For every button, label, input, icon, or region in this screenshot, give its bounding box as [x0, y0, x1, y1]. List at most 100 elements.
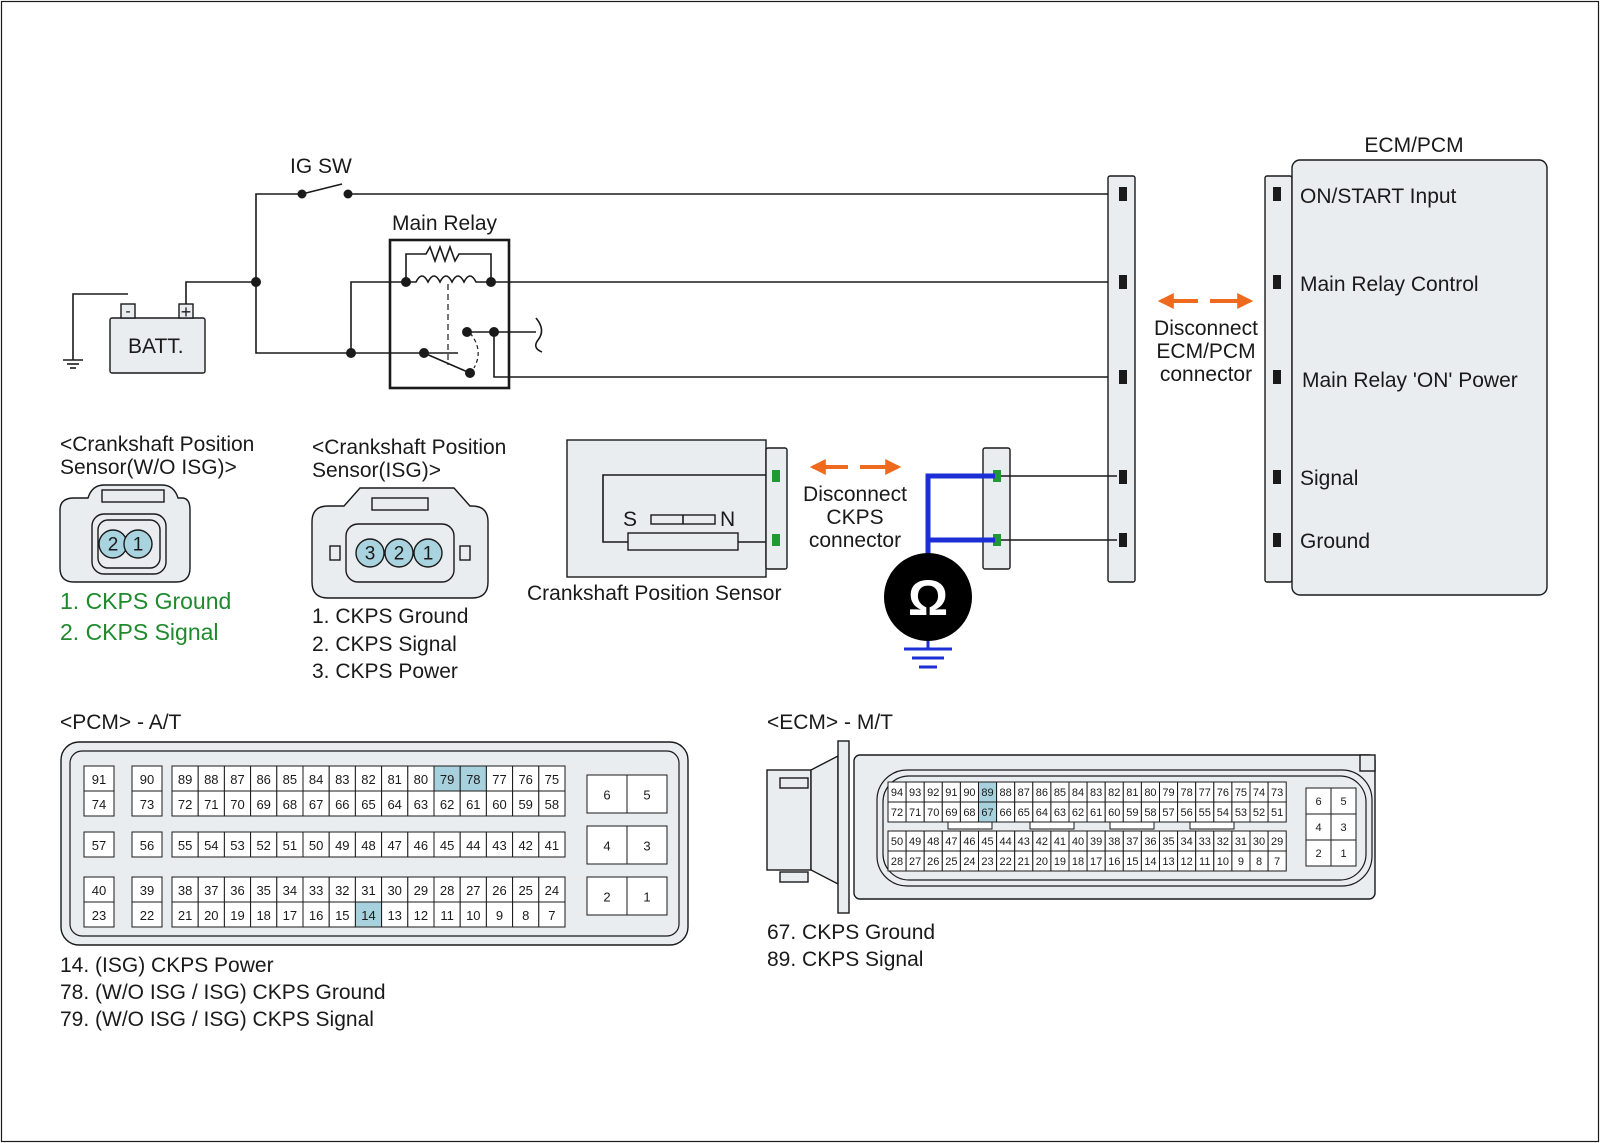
isg-pin-3: 3 [365, 544, 376, 565]
pcm-pin-82-cell [354, 765, 383, 792]
ohmmeter-probe: Ω [884, 473, 995, 669]
pcm-pin-91: 91 [92, 772, 106, 787]
pcm-pin-74: 74 [92, 797, 106, 812]
ecm-pin-45: 45 [981, 836, 993, 848]
pcm-pin-37: 37 [204, 883, 218, 898]
ecm-pin-52: 52 [1253, 807, 1265, 819]
pcm-pin-28: 28 [440, 883, 454, 898]
ecm-pin-27: 27 [909, 856, 921, 868]
pcm-pin-65-cell [354, 790, 383, 817]
pcm-pin-84-cell [302, 765, 330, 792]
ecm-pin-83: 83 [1090, 787, 1102, 799]
ground-battery-side [63, 293, 128, 369]
pcm-pin-72-cell [171, 790, 199, 817]
pcm-pin-49-cell [328, 831, 356, 858]
pcm-pin-73: 73 [140, 797, 154, 812]
pcm-pin-71: 71 [204, 797, 218, 812]
sensor-label: Crankshaft Position Sensor [527, 582, 781, 605]
ecm-pin-48: 48 [927, 836, 939, 848]
ecm-pin-91: 91 [945, 787, 957, 799]
pcm-pin-83-cell [328, 765, 356, 792]
pcm-pin-83: 83 [335, 772, 349, 787]
pcm-pin-72: 72 [178, 797, 192, 812]
pcm-pin-84: 84 [309, 772, 323, 787]
wo-isg-legend-2: 2. CKPS Signal [60, 619, 219, 645]
pcm-pin-32: 32 [335, 883, 349, 898]
wo-isg-title-2: Sensor(W/O ISG)> [60, 456, 237, 479]
ecm-pin-78: 78 [1181, 787, 1193, 799]
pcm-pin-31-cell [354, 876, 383, 903]
pcm-pin-59: 59 [518, 797, 532, 812]
ecm-pin-6-cell [1305, 787, 1332, 815]
pcm-pin-6: 6 [603, 788, 610, 803]
ecm-pcm-module: ECM/PCM ON/START Input Main Relay Contro… [1291, 134, 1548, 596]
pcm-pin-68-cell [276, 790, 304, 817]
ecm-pin-71: 71 [909, 807, 921, 819]
pcm-pin-56: 56 [140, 838, 154, 853]
ecm-pin-1: 1 [1340, 848, 1346, 860]
pcm-pin-45-cell [433, 831, 461, 858]
pcm-pin-52-cell [250, 831, 278, 858]
ecm-pin-32: 32 [1217, 836, 1229, 848]
ecm-pin-89: 89 [981, 787, 993, 799]
ecm-pin-49: 49 [909, 836, 921, 848]
pcm-pin-20: 20 [204, 908, 218, 923]
battery-label: BATT. [128, 335, 184, 358]
ecm-pin-20: 20 [1036, 856, 1048, 868]
pcm-pin-11-cell [433, 901, 461, 928]
ecm-mt-title: <ECM> - M/T [767, 711, 893, 734]
ecm-pin-8: 8 [1256, 856, 1262, 868]
ecm-pcm-connector-harness [1107, 175, 1136, 583]
ecm-pin-64: 64 [1036, 807, 1048, 819]
ecm-pin-69: 69 [945, 807, 957, 819]
disconnect-ecm-line-1: Disconnect [1154, 317, 1258, 340]
isg-pin-2: 2 [394, 544, 405, 565]
pcm-pin-39: 39 [140, 883, 154, 898]
ecm-pin-54: 54 [1217, 807, 1229, 819]
pcm-pin-65: 65 [361, 797, 375, 812]
ecm-pin-41: 41 [1054, 836, 1066, 848]
pcm-pin-56-cell [131, 831, 163, 858]
pcm-pin-32-cell [328, 876, 356, 903]
pcm-pin-40: 40 [92, 883, 106, 898]
pcm-pin-38: 38 [178, 883, 192, 898]
pcm-pin-36: 36 [230, 883, 244, 898]
pcm-pin-48: 48 [361, 838, 375, 853]
pcm-pin-44-cell [459, 831, 487, 858]
pcm-pin-4-cell [586, 825, 628, 865]
pcm-pin-42-cell [512, 831, 540, 858]
pcm-pin-27: 27 [466, 883, 480, 898]
pcm-pin-80-cell [407, 765, 435, 792]
pcm-pin-81: 81 [387, 772, 401, 787]
ecm-pin-11: 11 [1199, 856, 1210, 868]
pcm-pin-86: 86 [256, 772, 270, 787]
ecm-pin-3-cell [1330, 813, 1357, 841]
disconnect-ecm-line-2: ECM/PCM [1156, 340, 1255, 363]
pcm-pin-76: 76 [518, 772, 532, 787]
pcm-pin-41: 41 [545, 838, 559, 853]
pcm-pin-89: 89 [178, 772, 192, 787]
wo-isg-pin-1: 1 [133, 535, 144, 556]
pcm-pin-25: 25 [518, 883, 532, 898]
pcm-pin-64: 64 [387, 797, 401, 812]
ecm-pin-31: 31 [1235, 836, 1247, 848]
ecm-pin-43: 43 [1018, 836, 1030, 848]
ecm-pin-59: 59 [1126, 807, 1138, 819]
pcm-pin-44: 44 [466, 838, 480, 853]
pcm-pin-47-cell [381, 831, 409, 858]
ecm-pin-35: 35 [1162, 836, 1174, 848]
pcm-pin-2: 2 [603, 890, 610, 905]
ecm-pin-92: 92 [927, 787, 939, 799]
pcm-pin-49: 49 [335, 838, 349, 853]
pcm-pin-20-cell [197, 901, 225, 928]
ecm-key-slot [1189, 821, 1235, 830]
pcm-pin-15: 15 [335, 908, 349, 923]
ecm-pin-85: 85 [1054, 787, 1066, 799]
pcm-pin-9: 9 [496, 908, 503, 923]
pcm-pin-77: 77 [492, 772, 506, 787]
ecm-pin-87: 87 [1018, 787, 1030, 799]
sensor-n-label: N [720, 508, 735, 531]
disconnect-ckps-line-2: CKPS [826, 506, 883, 529]
